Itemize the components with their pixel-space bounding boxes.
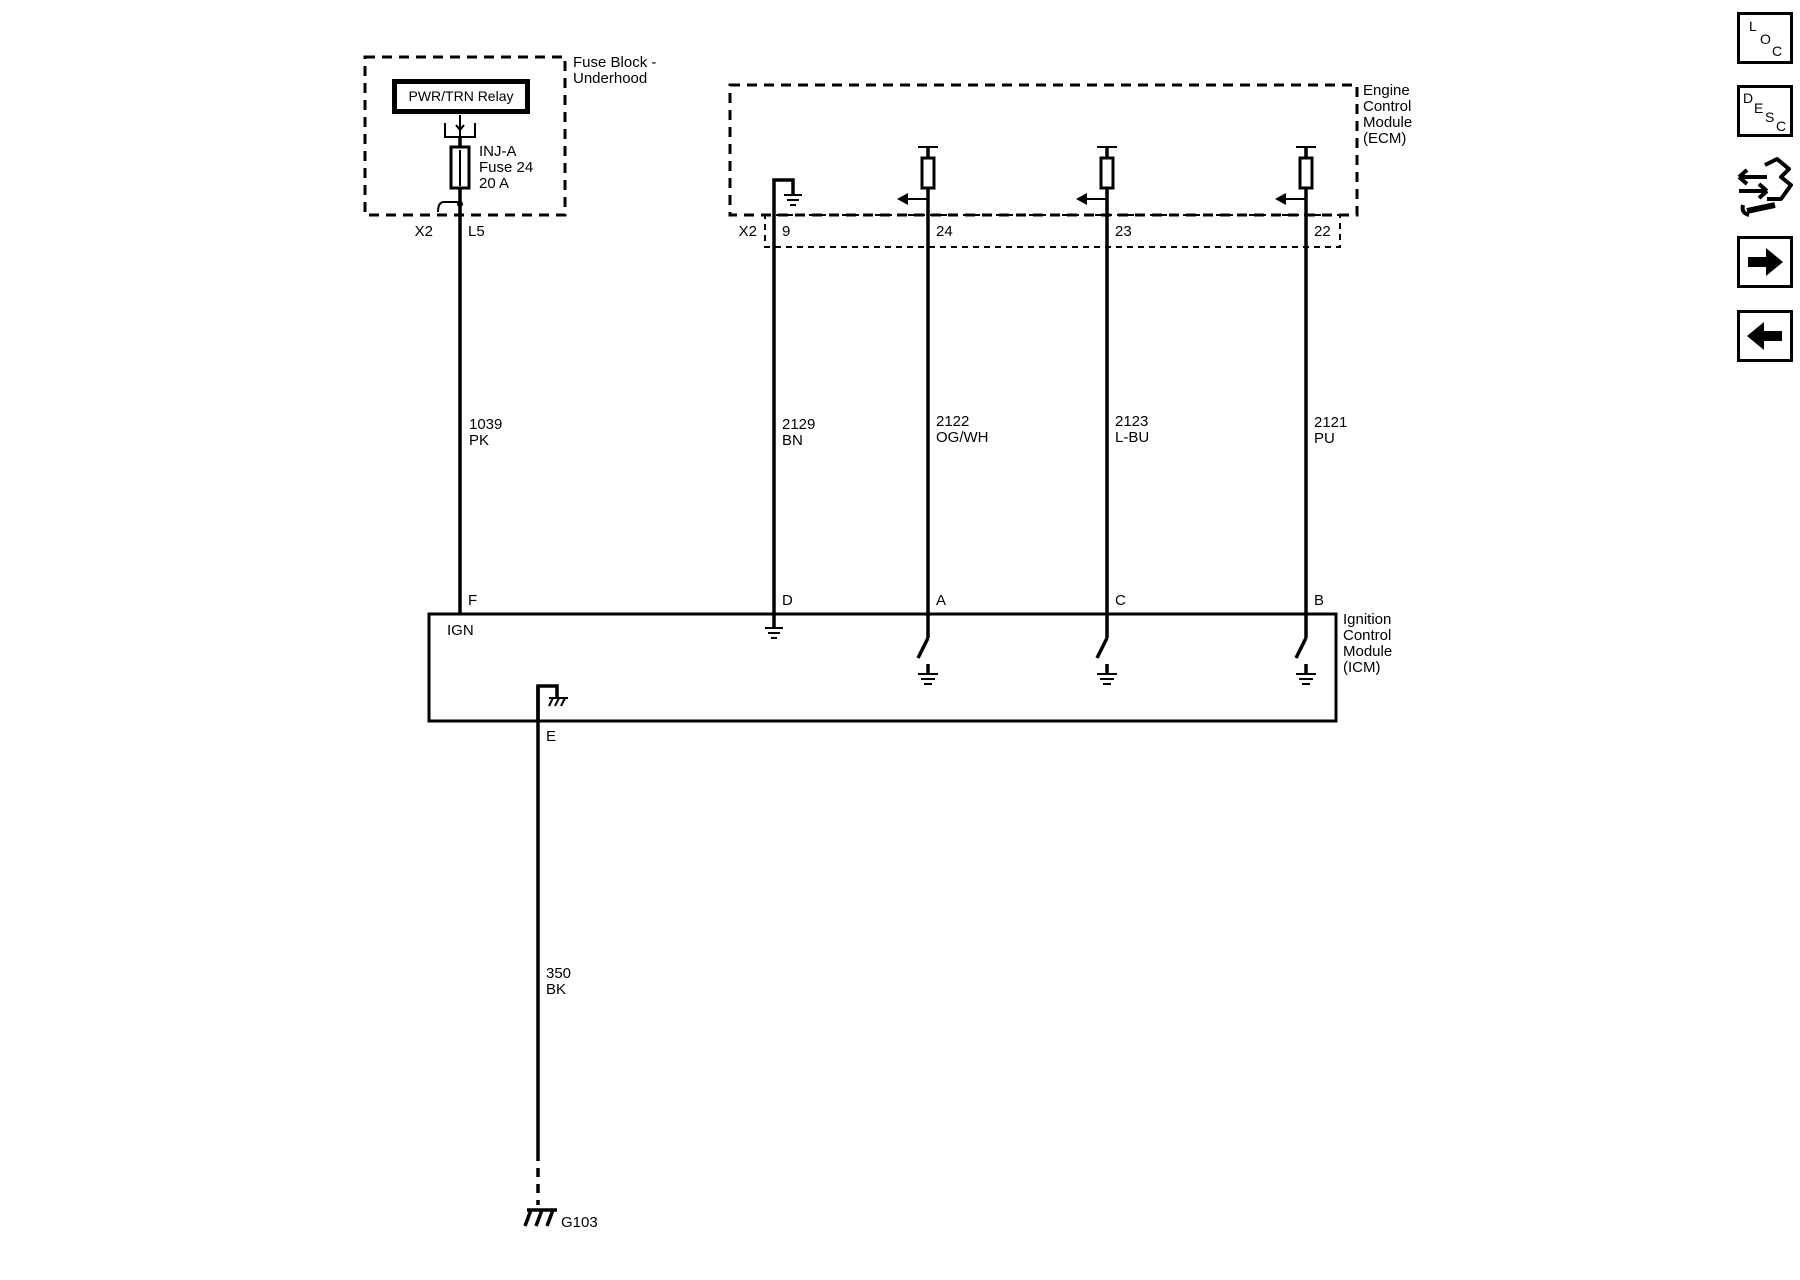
- wire-2122-circuit: 2122: [936, 413, 969, 430]
- loc-letter-3: C: [1772, 43, 1782, 59]
- connector-tool-icon: [1737, 157, 1793, 217]
- wire-2121-circuit: 2121: [1314, 414, 1347, 431]
- fuse-name: INJ-A: [479, 143, 517, 160]
- ecm-title-1: Engine: [1363, 82, 1410, 99]
- wire-2123-color: L-BU: [1115, 429, 1149, 446]
- desc-letter-4: C: [1776, 118, 1786, 134]
- fuse-rating: 20 A: [479, 175, 509, 192]
- ecm: Engine Control Module (ECM): [728, 82, 1412, 248]
- fuse-block-title-1: Fuse Block -: [573, 54, 656, 71]
- fuse-block-title-2: Underhood: [573, 70, 647, 87]
- ecm-title-3: Module: [1363, 114, 1412, 131]
- desc-button[interactable]: D E S C: [1737, 85, 1793, 137]
- icm-pin-b: B: [1314, 592, 1324, 609]
- wire-2123-circuit: 2123: [1115, 413, 1148, 430]
- ecm-input-23: [1076, 146, 1117, 205]
- ecm-pin-9: 9: [782, 223, 790, 240]
- relay-box: PWR/TRN Relay: [392, 79, 530, 114]
- ecm-pin-24: 24: [936, 223, 953, 240]
- loc-button[interactable]: L O C: [1737, 12, 1793, 64]
- back-button[interactable]: [1737, 310, 1793, 362]
- desc-letter-1: D: [1743, 90, 1753, 106]
- ecm-connector-outline: [764, 214, 1341, 248]
- fuse-block-outline: [363, 55, 567, 217]
- wires: 1039 PK 2129 BN 2122 OG/WH 2123 L-BU 212…: [458, 200, 1347, 1205]
- relay-label: PWR/TRN Relay: [408, 88, 513, 104]
- ecm-input-24: [897, 146, 938, 205]
- icm-switch-b: [1294, 614, 1316, 685]
- icm-title-2: Control: [1343, 627, 1391, 644]
- icm-switch-c: [1095, 614, 1117, 685]
- fuse-block: Fuse Block - Underhood PWR/TRN Relay INJ…: [363, 54, 656, 240]
- icm-pin-a: A: [936, 592, 946, 609]
- icm: Ignition Control Module (ICM) F D A C B …: [427, 592, 1392, 745]
- loc-letter-2: O: [1760, 31, 1771, 47]
- fuse-24-symbol: [449, 137, 471, 205]
- desc-letter-2: E: [1754, 100, 1763, 116]
- ecm-pin-23: 23: [1115, 223, 1132, 240]
- desc-letter-3: S: [1765, 109, 1774, 125]
- fuse-connector-label: X2: [415, 223, 433, 240]
- ecm-input-22: [1275, 146, 1316, 205]
- ground-label: G103: [561, 1214, 598, 1231]
- icm-pin-c: C: [1115, 592, 1126, 609]
- wire-1039-circuit: 1039: [469, 416, 502, 433]
- icm-title-4: (ICM): [1343, 659, 1381, 676]
- wire-2129-color: BN: [782, 432, 803, 449]
- ground-g103: G103: [523, 1208, 598, 1231]
- fuse-number: Fuse 24: [479, 159, 533, 176]
- ecm-pin-22: 22: [1314, 223, 1331, 240]
- icm-ign-label: IGN: [447, 622, 474, 639]
- ecm-connector-label: X2: [739, 223, 757, 240]
- wire-350-circuit: 350: [546, 965, 571, 982]
- wire-350-color: BK: [546, 981, 566, 998]
- desc-icon: D E S C: [1743, 90, 1786, 134]
- wire-2121-color: PU: [1314, 430, 1335, 447]
- loc-letter-1: L: [1749, 18, 1757, 34]
- icm-switch-a: [916, 614, 938, 685]
- ecm-outline: [728, 83, 1359, 217]
- arrow-right-icon: [1748, 248, 1783, 276]
- icm-pin-d: D: [782, 592, 793, 609]
- next-button[interactable]: [1737, 236, 1793, 288]
- icm-outline: [427, 612, 1338, 723]
- loc-icon: L O C: [1749, 18, 1782, 59]
- icm-title-3: Module: [1343, 643, 1392, 660]
- ecm-title-4: (ECM): [1363, 130, 1406, 147]
- icm-title-1: Ignition: [1343, 611, 1391, 628]
- fuse-pin-label: L5: [468, 223, 485, 240]
- icm-pin-e: E: [546, 728, 556, 745]
- wire-1039-color: PK: [469, 432, 489, 449]
- ecm-title-2: Control: [1363, 98, 1411, 115]
- wire-2129-circuit: 2129: [782, 416, 815, 433]
- wire-2122-color: OG/WH: [936, 429, 989, 446]
- connector-tool-button[interactable]: [1737, 155, 1793, 219]
- icm-pin-f: F: [468, 592, 477, 609]
- arrow-left-icon: [1747, 322, 1782, 350]
- wiring-diagram: Fuse Block - Underhood PWR/TRN Relay INJ…: [363, 54, 1412, 1231]
